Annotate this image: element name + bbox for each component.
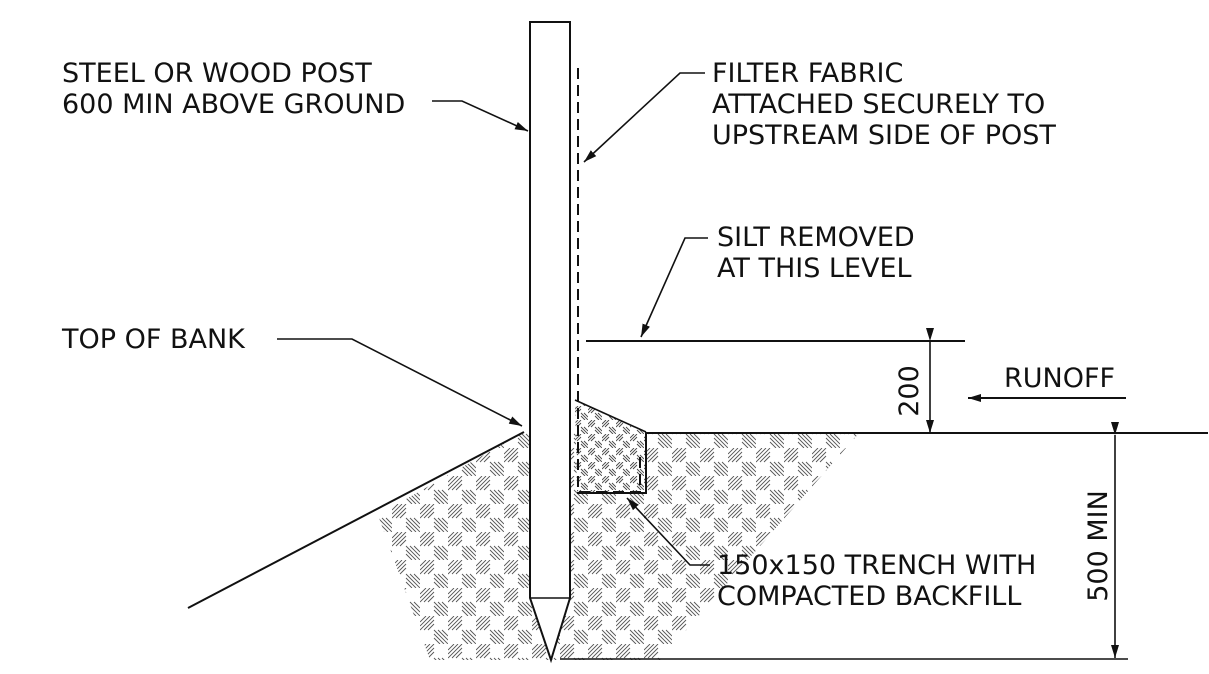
fabric-label-line2: ATTACHED SECURELY TO <box>712 89 1045 120</box>
fabric-label-line1: FILTER FABRIC <box>712 58 903 89</box>
trench-label-line1: 150x150 TRENCH WITH <box>717 550 1036 581</box>
backfill-mound-line <box>574 399 647 433</box>
fabric-label-line3: UPSTREAM SIDE OF POST <box>712 120 1056 151</box>
bank-slope-line <box>187 431 525 609</box>
runoff-label: RUNOFF <box>1004 363 1115 394</box>
top-of-bank-label: TOP OF BANK <box>61 324 246 355</box>
post <box>529 21 571 664</box>
dim-500-text: 500 MIN <box>1083 490 1114 602</box>
bank-leader <box>277 338 523 427</box>
trench-backfill <box>575 400 646 493</box>
fabric-leader <box>583 72 705 163</box>
post-leader <box>432 100 529 132</box>
silt-label-line2: AT THIS LEVEL <box>717 253 912 284</box>
dim-200-text: 200 <box>894 365 925 417</box>
trench-label-line2: COMPACTED BACKFILL <box>717 581 1021 612</box>
trench-leader <box>626 497 710 566</box>
filter-fabric <box>577 68 641 493</box>
backfill-zone <box>378 400 860 660</box>
silt-label-line1: SILT REMOVED <box>717 222 915 253</box>
post-label-line1: STEEL OR WOOD POST <box>62 58 372 89</box>
silt-leader <box>640 237 708 338</box>
post-label-line2: 600 MIN ABOVE GROUND <box>62 89 405 120</box>
